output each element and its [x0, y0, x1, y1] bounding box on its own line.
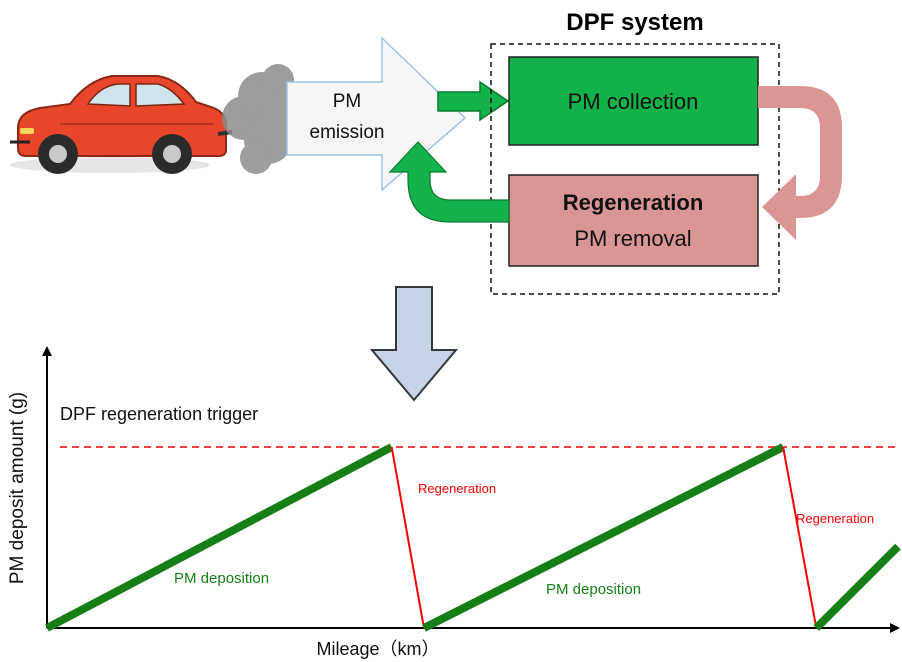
deposition-segment-3 [813, 543, 901, 631]
car-icon [10, 75, 233, 174]
dpf-system-frame [490, 43, 780, 295]
deposition-segment-1 [45, 443, 394, 632]
pm-emission-label-line2: emission [310, 122, 385, 143]
deposition-segment-2 [422, 443, 785, 632]
x-axis-label: Mileage（km） [316, 639, 439, 659]
trigger-label: DPF regeneration trigger [60, 404, 258, 424]
pm-emission-label-line1: PM [333, 91, 362, 112]
regeneration-segment-2 [782, 446, 818, 629]
dpf-system-title: DPF system [566, 9, 703, 36]
y-axis-label: PM deposit amount (g) [7, 392, 28, 584]
regeneration-label-1: Regeneration [418, 481, 496, 496]
regeneration-return-arrow [388, 141, 510, 223]
chart-area: DPF regeneration trigger PM deposit amou… [7, 346, 901, 659]
regeneration-box [508, 174, 759, 267]
regeneration-label-2: Regeneration [796, 511, 874, 526]
deposition-label-1: PM deposition [174, 570, 269, 587]
down-arrow [369, 286, 459, 402]
regeneration-title: Regeneration [563, 190, 704, 215]
regeneration-subtitle: PM removal [574, 226, 691, 251]
collection-to-regeneration-arrow [758, 86, 842, 240]
pm-collection-label: PM collection [568, 89, 699, 114]
regeneration-segment-1 [390, 446, 425, 629]
deposition-label-2: PM deposition [546, 581, 641, 598]
